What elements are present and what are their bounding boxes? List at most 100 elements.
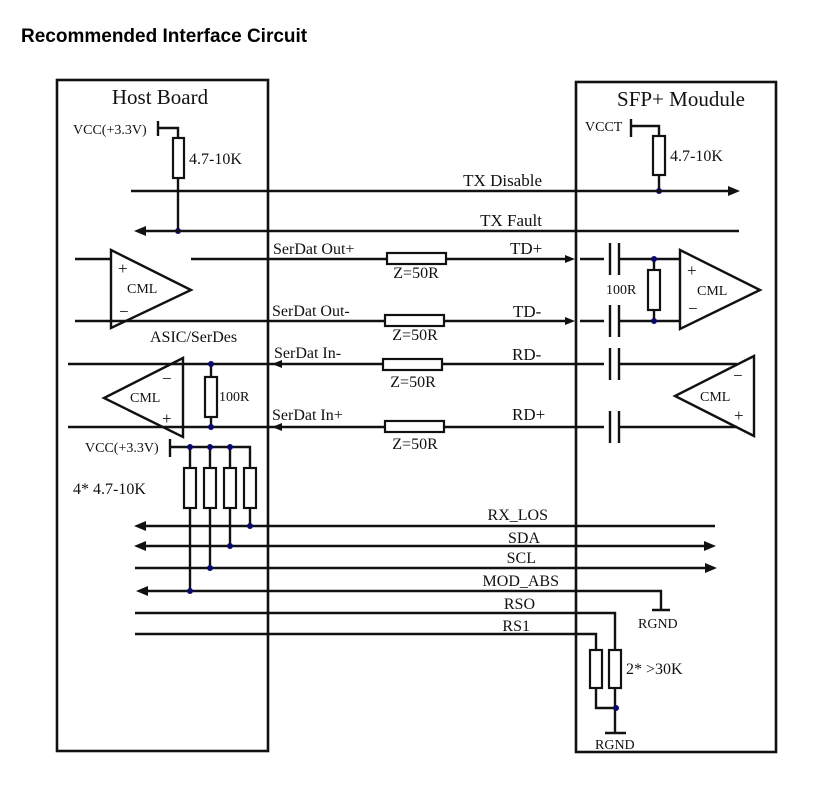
cml-label: CML [127, 282, 157, 297]
host-rx-cml-amp: − + CML [101, 356, 185, 439]
arrow-left-icon [136, 586, 148, 596]
junction-dot [187, 444, 193, 450]
plus-sign: + [118, 259, 128, 278]
serdat-in-minus-label: SerDat In- [274, 345, 341, 362]
arrow-right-icon [565, 317, 575, 325]
impedance-label: Z=50R [390, 374, 436, 391]
scl-line: SCL [135, 550, 717, 573]
resistor-icon [651, 134, 667, 177]
serdat-in-minus-line: SerDat In- RD- Z=50R [68, 345, 604, 391]
sda-line: SDA [134, 530, 716, 551]
junction-dot [207, 444, 213, 450]
ac-coupling-capacitors [608, 243, 737, 443]
host-board-box [55, 78, 270, 753]
plus-sign: + [162, 409, 172, 428]
junction-dot [227, 543, 233, 549]
rgnd-label: RGND [595, 738, 635, 753]
junction-dot [247, 523, 253, 529]
sfp-rx-cml-amp: − + CML [672, 354, 756, 438]
rs0-line: RSO [135, 596, 617, 650]
resistor-icon [202, 466, 218, 510]
cml-label: CML [130, 391, 160, 406]
minus-sign: − [688, 299, 698, 318]
cml-label: CML [700, 390, 730, 405]
serdat-out-plus-line: SerDat Out+ TD+ Z=50R [191, 239, 604, 282]
resistor-icon [222, 466, 238, 510]
impedance-label: Z=50R [392, 327, 438, 344]
sfp-vcct-label: VCCT [585, 120, 623, 135]
rd-plus-label: RD+ [512, 405, 545, 424]
scl-label: SCL [507, 550, 536, 567]
rs0-label: RSO [504, 596, 535, 613]
arrow-right-icon [704, 541, 716, 551]
resistor-icon [646, 268, 662, 312]
minus-sign: − [162, 369, 172, 388]
host-vcc-pullup: VCC(+3.3V) 4.7-10K [73, 121, 242, 234]
sfp-tx-termination: 100R [606, 256, 680, 324]
serdat-in-plus-line: SerDat In+ RD+ Z=50R [68, 405, 604, 453]
junction-dot [187, 588, 193, 594]
term-value: 100R [219, 390, 250, 405]
junction-dot [208, 424, 214, 430]
td-plus-label: TD+ [510, 239, 542, 258]
capacitor-icon [608, 305, 654, 337]
impedance-label: Z=50R [392, 436, 438, 453]
junction-dot [651, 256, 657, 262]
impedance-icon [383, 313, 446, 328]
resistor-icon [588, 648, 604, 690]
host-pullup-value: 4.7-10K [189, 151, 242, 168]
impedance-icon [381, 357, 444, 372]
resistor-icon [203, 375, 219, 419]
serdat-out-plus-label: SerDat Out+ [273, 241, 354, 258]
arrow-right-icon [705, 563, 717, 573]
rx-los-label: RX_LOS [488, 507, 548, 524]
host-low-speed-pullups: VCC(+3.3V) 4* 4.7-10K [73, 439, 258, 591]
minus-sign: − [733, 366, 743, 385]
term-value: 100R [606, 283, 637, 298]
rs1-line: RS1 [135, 618, 598, 650]
arrow-right-icon [565, 255, 575, 263]
capacitor-icon [608, 411, 737, 443]
tx-disable-line: TX Disable [131, 171, 740, 196]
resistor-icon [607, 648, 623, 690]
junction-dot [227, 444, 233, 450]
rs-pulldowns: 2* >30K RGND [588, 648, 683, 753]
arrow-left-icon [134, 541, 146, 551]
arrow-left-icon [272, 423, 282, 431]
mod-abs-line: MOD_ABS RGND [136, 573, 678, 632]
impedance-icon [383, 419, 446, 434]
cml-label: CML [697, 284, 727, 299]
page-title: Recommended Interface Circuit [21, 26, 308, 47]
td-minus-label: TD- [513, 302, 542, 321]
host-rx-termination: 100R [203, 361, 250, 430]
tx-fault-label: TX Fault [480, 211, 542, 230]
impedance-icon [385, 251, 448, 266]
sfp-tx-cml-amp: + − CML [678, 248, 763, 331]
capacitor-icon [608, 243, 654, 275]
plus-sign: + [687, 261, 697, 280]
junction-dot [613, 705, 619, 711]
tx-disable-label: TX Disable [463, 171, 542, 190]
rgnd-label: RGND [638, 617, 678, 632]
serdat-out-minus-label: SerDat Out- [272, 303, 350, 320]
resistor-icon [182, 466, 198, 510]
pullups-value: 4* 4.7-10K [73, 481, 146, 498]
sfp-pullup-value: 4.7-10K [670, 148, 723, 165]
serdat-in-plus-label: SerDat In+ [272, 407, 343, 424]
capacitor-icon [608, 348, 737, 380]
rd-minus-label: RD- [512, 345, 542, 364]
sda-label: SDA [508, 530, 540, 547]
resistor-icon [171, 136, 186, 180]
tx-fault-line: TX Fault [134, 211, 739, 236]
rs1-label: RS1 [502, 618, 530, 635]
asic-serdes-label: ASIC/SerDes [150, 329, 237, 346]
mod-abs-label: MOD_ABS [483, 573, 559, 590]
resistor-icon [242, 466, 258, 510]
rx-los-line: RX_LOS [134, 507, 715, 531]
arrow-left-icon [134, 226, 146, 236]
host-board-label: Host Board [112, 85, 209, 109]
junction-dot [651, 318, 657, 324]
impedance-label: Z=50R [393, 265, 439, 282]
junction-dot [207, 565, 213, 571]
